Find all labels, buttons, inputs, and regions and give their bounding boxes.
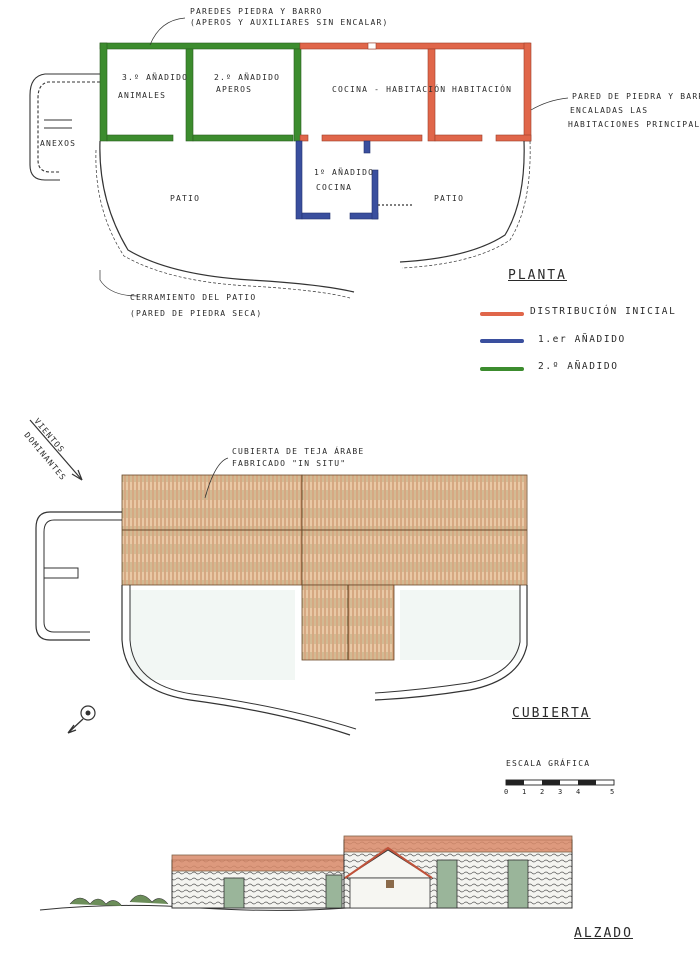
legend-swatch-initial [480, 312, 524, 316]
patio-left-label: PATIO [170, 194, 201, 203]
scale-tick-5: 5 [610, 788, 615, 796]
room-animals-title: 3.º AÑADIDO [122, 73, 189, 82]
plan-note-top-line1: PAREDES PIEDRA Y BARRO [190, 7, 323, 16]
scale-tick-2: 2 [540, 788, 545, 796]
legend-title: PLANTA [508, 268, 567, 283]
roof-title: CUBIERTA [512, 706, 591, 721]
patio-right-label: PATIO [434, 194, 465, 203]
legend-swatch-first [480, 339, 524, 343]
room-aperos-title: 2.º AÑADIDO [214, 73, 281, 82]
anexos-label: ANEXOS [40, 139, 77, 148]
annexes-outline [29, 73, 100, 181]
walls-initial [299, 42, 532, 142]
legend-swatch-second [480, 367, 524, 371]
plan-leaders [99, 17, 569, 297]
plan-note-right-line1: PARED DE PIEDRA Y BARRO [572, 92, 700, 101]
plan-note-bottom-line1: CERRAMIENTO DEL PATIO [130, 293, 257, 302]
room-animals-label: ANIMALES [118, 91, 167, 100]
elevation-title: ALZADO [574, 926, 633, 941]
roof-note-line1: CUBIERTA DE TEJA ÁRABE [232, 447, 365, 456]
legend-label-initial: DISTRIBUCIÓN INICIAL [530, 306, 677, 317]
scale-tick-4: 4 [576, 788, 581, 796]
elevation-drawing [39, 835, 573, 911]
scale-title: ESCALA GRÁFICA [506, 759, 591, 768]
room-cocina-label: COCINA [316, 183, 353, 192]
patio-wall [95, 140, 531, 299]
plan-drawing [29, 17, 569, 299]
plan-note-top-line2: (APEROS Y AUXILIARES SIN ENCALAR) [190, 18, 389, 27]
room-cocina-habitacion-label: COCINA - HABITACIÓN [332, 85, 447, 94]
walls-second-addition [99, 42, 302, 142]
room-aperos-label: APEROS [216, 85, 253, 94]
scale-tick-3: 3 [558, 788, 563, 796]
room-cocina-title: 1º AÑADIDO [314, 168, 375, 177]
compass-north-icon [67, 705, 96, 734]
roof-note-line2: FABRICADO "IN SITU" [232, 459, 347, 468]
graphic-scale-bar [505, 779, 615, 786]
plan-note-bottom-line2: (PARED DE PIEDRA SECA) [130, 309, 263, 318]
plan-note-right-line3: HABITACIONES PRINCIPALES [568, 120, 700, 129]
wind-arrow-icon [29, 419, 83, 481]
legend-label-first: 1.er AÑADIDO [538, 334, 626, 345]
scale-tick-1: 1 [522, 788, 527, 796]
scale-tick-0: 0 [504, 788, 509, 796]
plan-note-right-line2: ENCALADAS LAS [570, 106, 649, 115]
walls-first-addition [295, 140, 379, 220]
roof-drawing [29, 419, 615, 786]
legend-label-second: 2.º AÑADIDO [538, 361, 619, 372]
room-habitacion-label: HABITACIÓN [452, 85, 513, 94]
